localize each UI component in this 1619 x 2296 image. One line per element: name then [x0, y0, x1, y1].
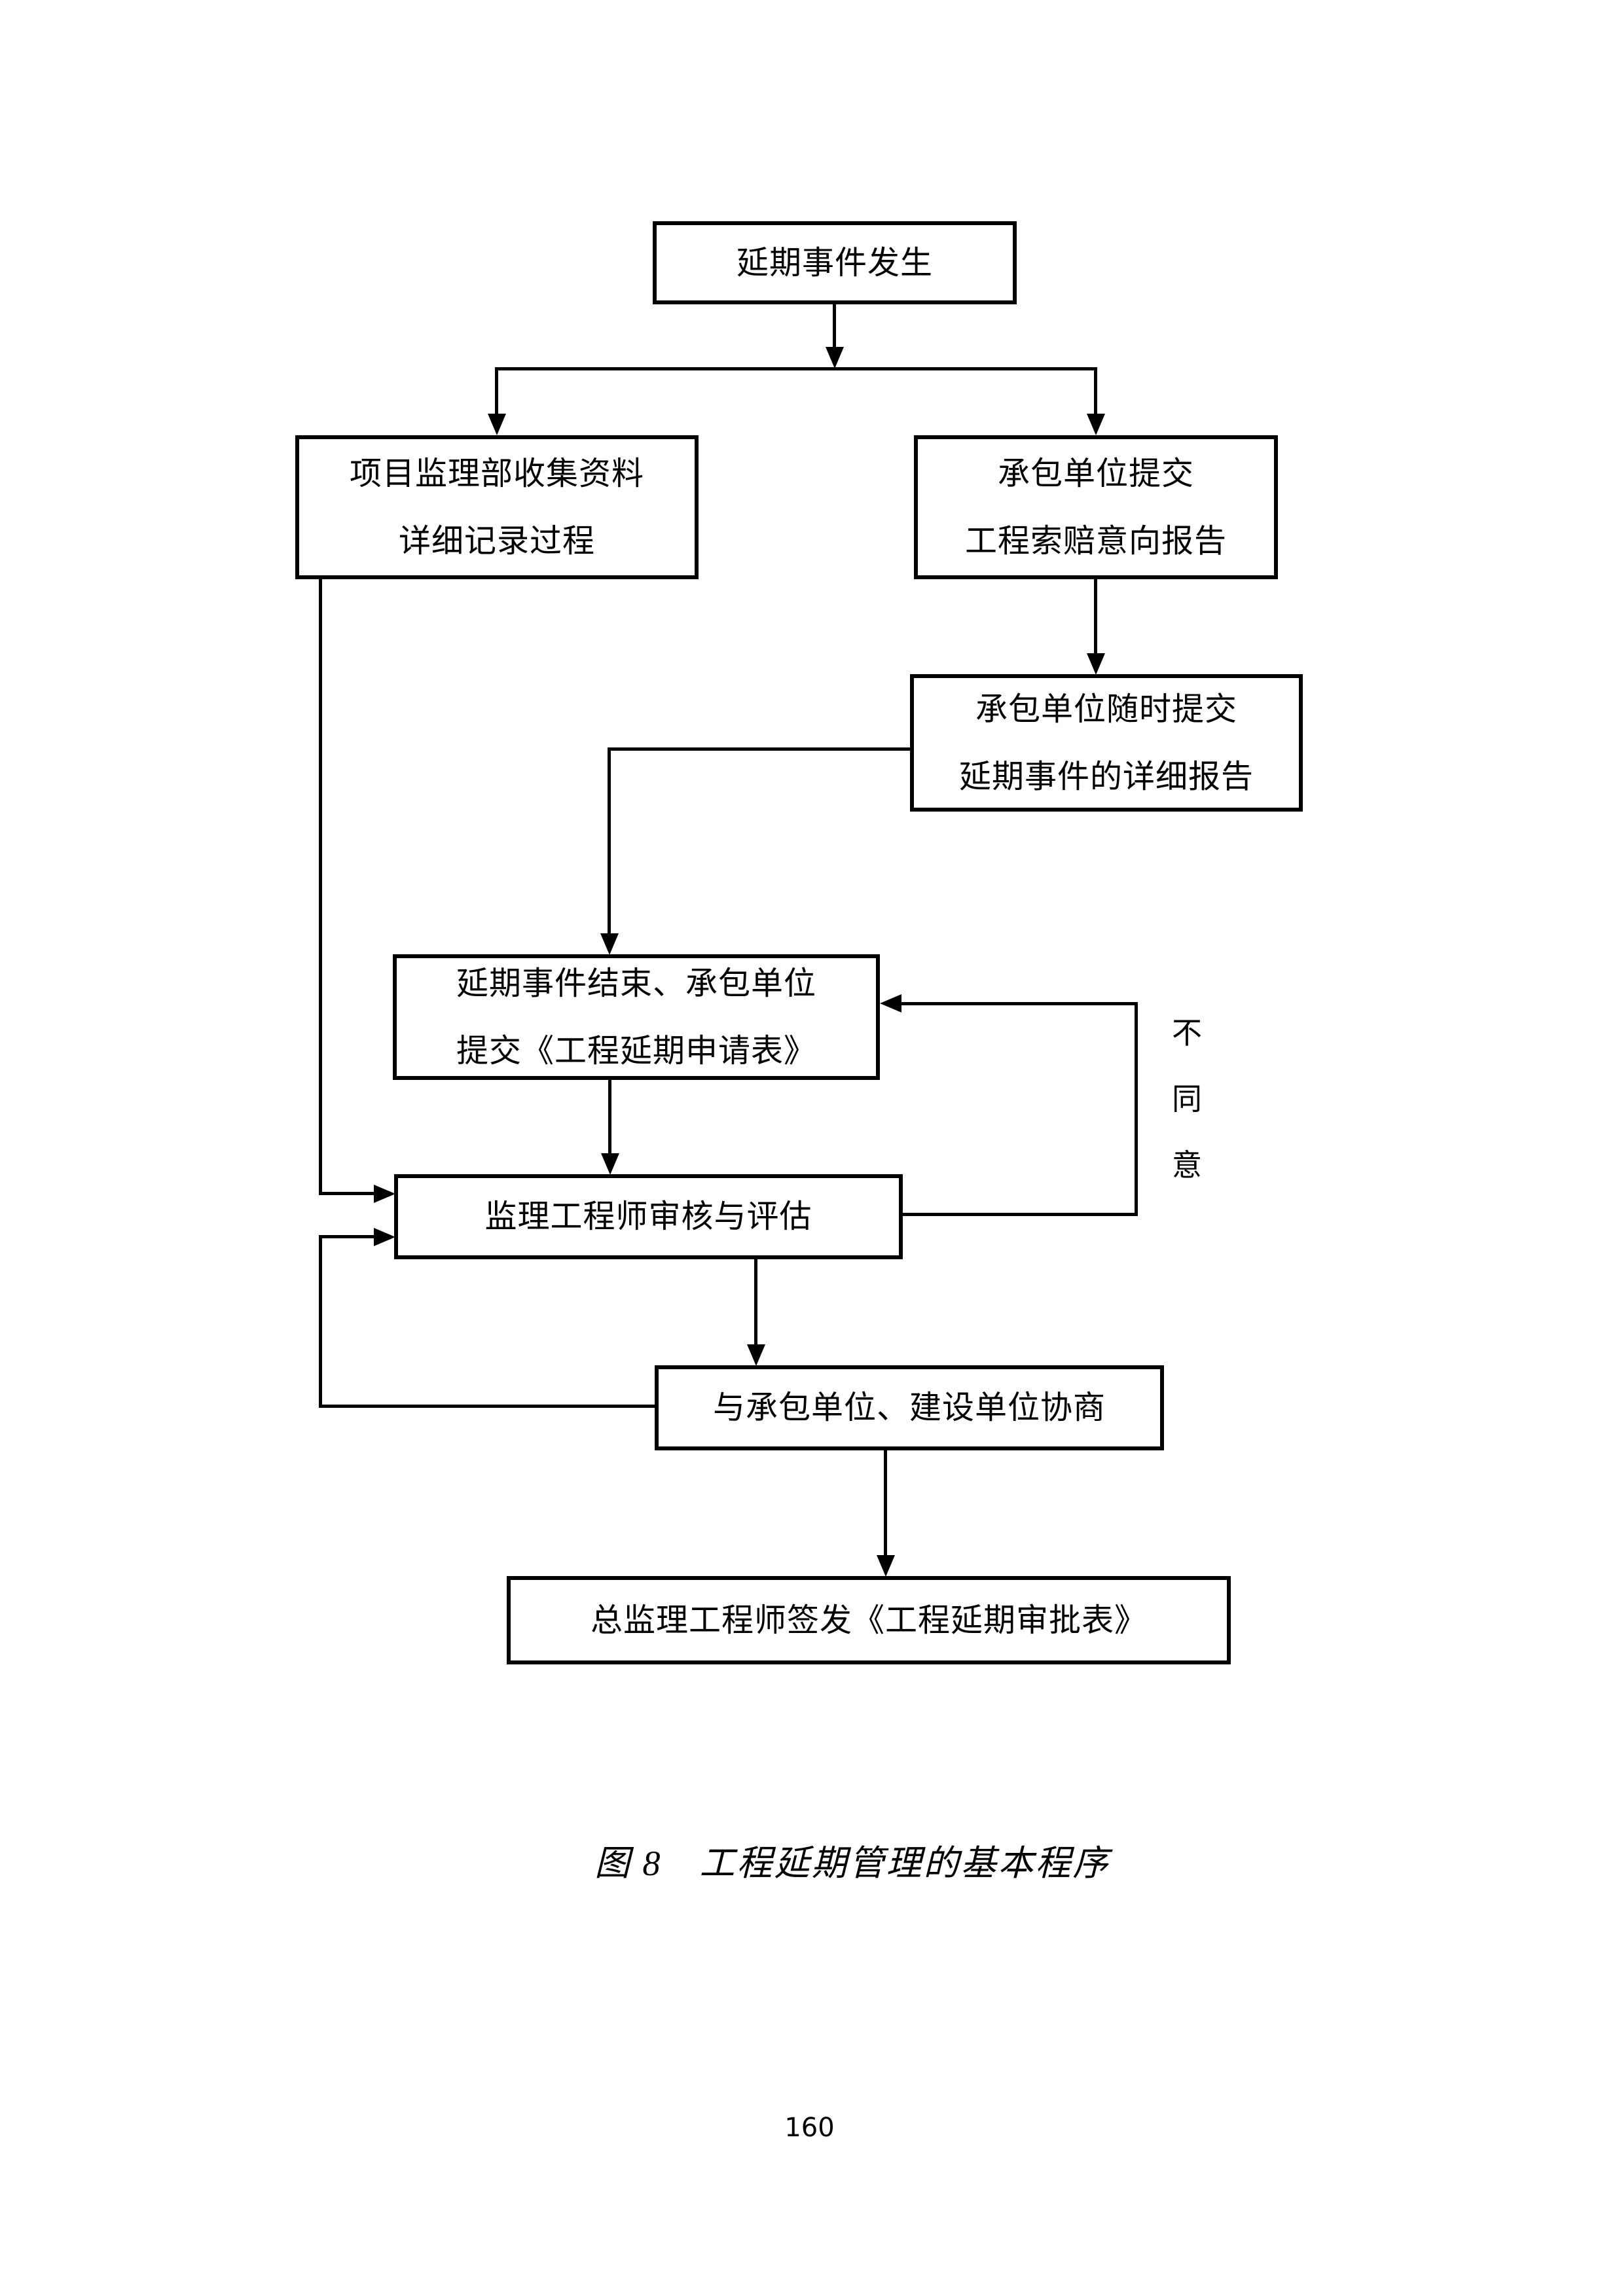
node-collect-label-line1: 项目监理部收集资料	[349, 456, 644, 492]
node-delay-event-occurs-label: 延期事件发生	[736, 244, 933, 281]
arrowhead-split-to-claim	[1087, 414, 1105, 435]
edge-consult-to-review-vertical	[319, 1235, 322, 1408]
arrowhead-collect-to-review	[374, 1185, 395, 1203]
edge-review-to-endevent-horizontal-top	[901, 1002, 1138, 1005]
edge-review-to-endevent-horizontal-bottom	[903, 1213, 1138, 1216]
node-end-event-label-line1: 延期事件结束、承包单位	[456, 965, 816, 1001]
edge-split-line	[495, 367, 1097, 370]
node-detail-label-line1: 承包单位随时提交	[975, 691, 1237, 727]
edge-consult-to-review-horizontal-top	[319, 1235, 374, 1238]
arrowhead-review-to-endevent	[880, 994, 901, 1013]
node-contractor-submits-detail-report: 承包单位随时提交 延期事件的详细报告	[910, 674, 1303, 812]
edge-review-to-endevent-vertical	[1135, 1002, 1138, 1216]
edge-split-to-claim	[1094, 367, 1097, 414]
arrowhead-claim-to-detail	[1087, 653, 1105, 675]
edge-detail-to-endevent-vertical	[608, 747, 611, 933]
node-chief-engineer-issues-approval: 总监理工程师签发《工程延期审批表》	[507, 1576, 1231, 1664]
node-claim-label-line1: 承包单位提交	[997, 456, 1194, 492]
node-issue-label: 总监理工程师签发《工程延期审批表》	[590, 1602, 1147, 1638]
edge-consult-to-issue	[884, 1450, 887, 1555]
edge-review-to-consult	[754, 1259, 757, 1344]
node-consult-label: 与承包单位、建设单位协商	[712, 1390, 1106, 1426]
node-supervision-dept-collects-data: 项目监理部收集资料 详细记录过程	[295, 435, 699, 579]
node-review-label: 监理工程师审核与评估	[484, 1198, 812, 1235]
edge-split-to-collect	[495, 367, 498, 414]
arrowhead-endevent-to-review	[601, 1153, 619, 1175]
page-number: 160	[784, 2113, 835, 2143]
edge-detail-to-endevent-horizontal	[608, 747, 910, 751]
edge-claim-to-detail	[1094, 579, 1097, 653]
node-contractor-submits-claim-intent: 承包单位提交 工程索赔意向报告	[914, 435, 1278, 579]
arrowhead-consult-to-review	[374, 1228, 395, 1246]
label-disagree: 不 同 意	[1172, 1018, 1202, 1181]
arrowhead-split-to-collect	[488, 414, 506, 435]
edge-endevent-to-review	[608, 1080, 611, 1153]
node-event-end-submit-application: 延期事件结束、承包单位 提交《工程延期申请表》	[393, 954, 880, 1080]
edge-start-to-split	[833, 304, 836, 349]
edge-collect-to-review-horizontal	[319, 1192, 374, 1195]
figure-caption: 图 8 工程延期管理的基本程序	[594, 1844, 1110, 1883]
label-disagree-char-3: 意	[1172, 1149, 1202, 1182]
arrowhead-consult-to-issue	[877, 1555, 895, 1577]
node-delay-event-occurs: 延期事件发生	[653, 221, 1017, 304]
arrowhead-detail-to-endevent	[600, 933, 619, 955]
arrowhead-start-to-split	[826, 347, 844, 368]
label-disagree-char-2: 同	[1172, 1083, 1202, 1116]
node-supervising-engineer-review: 监理工程师审核与评估	[394, 1174, 903, 1259]
arrowhead-review-to-consult	[747, 1344, 765, 1366]
edge-collect-to-review-vertical	[319, 579, 322, 1195]
node-collect-label-line2: 详细记录过程	[398, 523, 595, 559]
edge-consult-to-review-horizontal-bottom	[319, 1405, 655, 1408]
node-detail-label-line2: 延期事件的详细报告	[958, 759, 1254, 795]
node-end-event-label-line2: 提交《工程延期申请表》	[456, 1033, 816, 1069]
node-consult-contractor-owner: 与承包单位、建设单位协商	[655, 1365, 1164, 1450]
label-disagree-char-1: 不	[1172, 1016, 1202, 1050]
node-claim-label-line2: 工程索赔意向报告	[964, 523, 1227, 559]
